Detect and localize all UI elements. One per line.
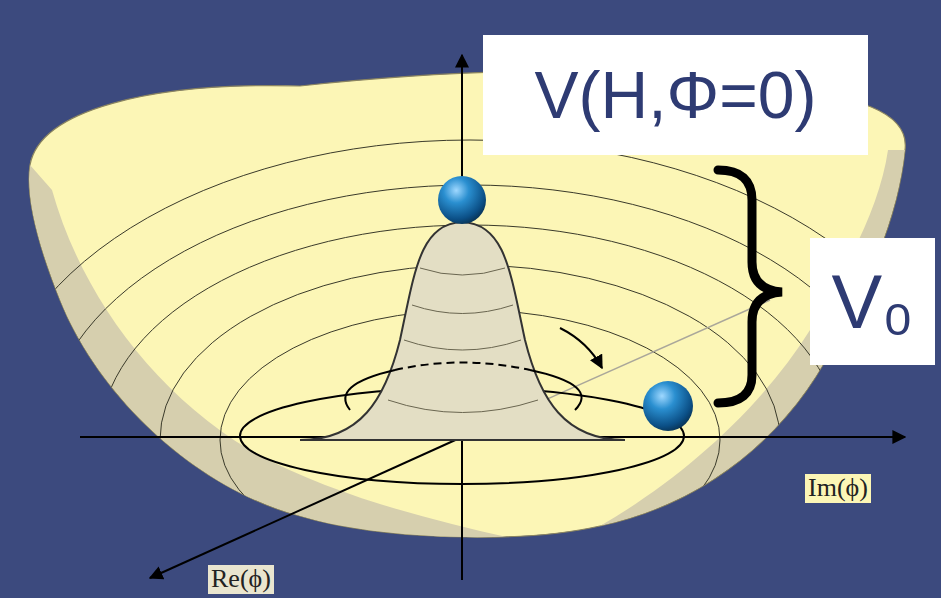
- label-box: V₀: [810, 238, 935, 365]
- front-ring: [345, 370, 395, 410]
- bowl-contours: [0, 140, 941, 598]
- hat-contours: [388, 268, 538, 413]
- roll-arrow: [560, 328, 602, 368]
- brace: [718, 170, 782, 403]
- ball-bottom: [643, 381, 693, 431]
- hat-bump: [300, 222, 625, 440]
- label-box: V(H,Φ=0): [483, 35, 868, 155]
- re-axis: [150, 437, 462, 578]
- axis-label: Im(ϕ): [805, 474, 871, 503]
- front-ring: [530, 370, 582, 410]
- hat-dashed-ring: [395, 363, 530, 371]
- potential-label: V₀: [831, 260, 913, 344]
- axis-label: Re(ϕ): [208, 565, 274, 594]
- ball-top: [438, 176, 486, 224]
- potential-label: V(H,Φ=0): [535, 59, 817, 132]
